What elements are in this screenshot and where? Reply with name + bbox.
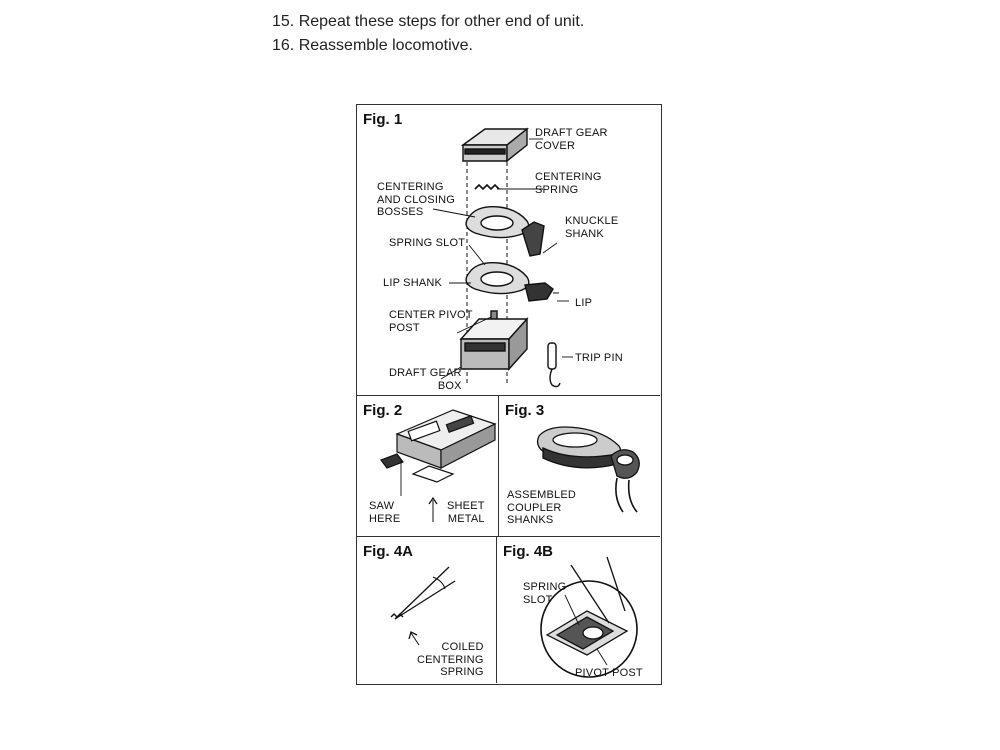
label-pivot-post: PIVOT POST	[575, 667, 643, 679]
label-knuckle-shank: KNUCKLE SHANK	[565, 215, 619, 240]
label-centering-closing-bosses: CENTERING AND CLOSING BOSSES	[377, 181, 455, 218]
label-trip-pin: TRIP PIN	[575, 352, 623, 364]
fig3-title: Fig. 3	[505, 402, 545, 419]
fig1-exploded-drawing	[432, 127, 573, 388]
fig4a-panel: Fig. 4A COILED CENTERING SPRING	[357, 537, 497, 683]
fig4b-pivot-post-drawing	[540, 556, 638, 678]
step-15: 15. Repeat these steps for other end of …	[272, 13, 585, 30]
fig2-title: Fig. 2	[363, 402, 403, 419]
fig1-title: Fig. 1	[363, 111, 403, 128]
fig4b-title: Fig. 4B	[503, 543, 554, 560]
label-coiled-centering-spring: COILED CENTERING SPRING	[417, 641, 484, 678]
label-sheet-metal: SHEET METAL	[447, 500, 485, 525]
label-assembled-coupler-shanks: ASSEMBLED COUPLER SHANKS	[507, 489, 577, 526]
fig1-panel: Fig. 1	[357, 105, 660, 396]
label-draft-gear-box: DRAFT GEAR BOX	[389, 367, 462, 392]
fig4a-title: Fig. 4A	[363, 543, 414, 560]
label-spring-slot: SPRING SLOT	[389, 237, 466, 249]
label-lip-shank: LIP SHANK	[383, 277, 443, 289]
instruction-steps: 15. Repeat these steps for other end of …	[272, 10, 584, 58]
label-center-pivot-post: CENTER PIVOT POST	[389, 309, 473, 334]
fig2-draft-gear-drawing	[380, 409, 497, 522]
label-saw-here: SAW HERE	[369, 500, 401, 525]
step-16: 16. Reassemble locomotive.	[272, 37, 473, 54]
label-centering-spring: CENTERING SPRING	[535, 171, 602, 196]
fig4b-panel: Fig. 4B SPRING SLOT PIVOT POST	[497, 537, 660, 683]
coupler-figure: Fig. 1	[356, 104, 662, 685]
label-spring-slot-4b: SPRING SLOT	[523, 581, 567, 606]
label-draft-gear-cover: DRAFT GEAR COVER	[535, 127, 608, 152]
label-lip: LIP	[575, 297, 593, 309]
fig4a-tweezers-drawing	[390, 566, 456, 646]
fig2-panel: Fig. 2 SAW HERE SHEET METAL	[357, 396, 499, 537]
fig3-coupler-shanks-drawing	[536, 426, 640, 513]
fig3-panel: Fig. 3 ASSEMBLED COUPLER SHANKS	[499, 396, 660, 537]
